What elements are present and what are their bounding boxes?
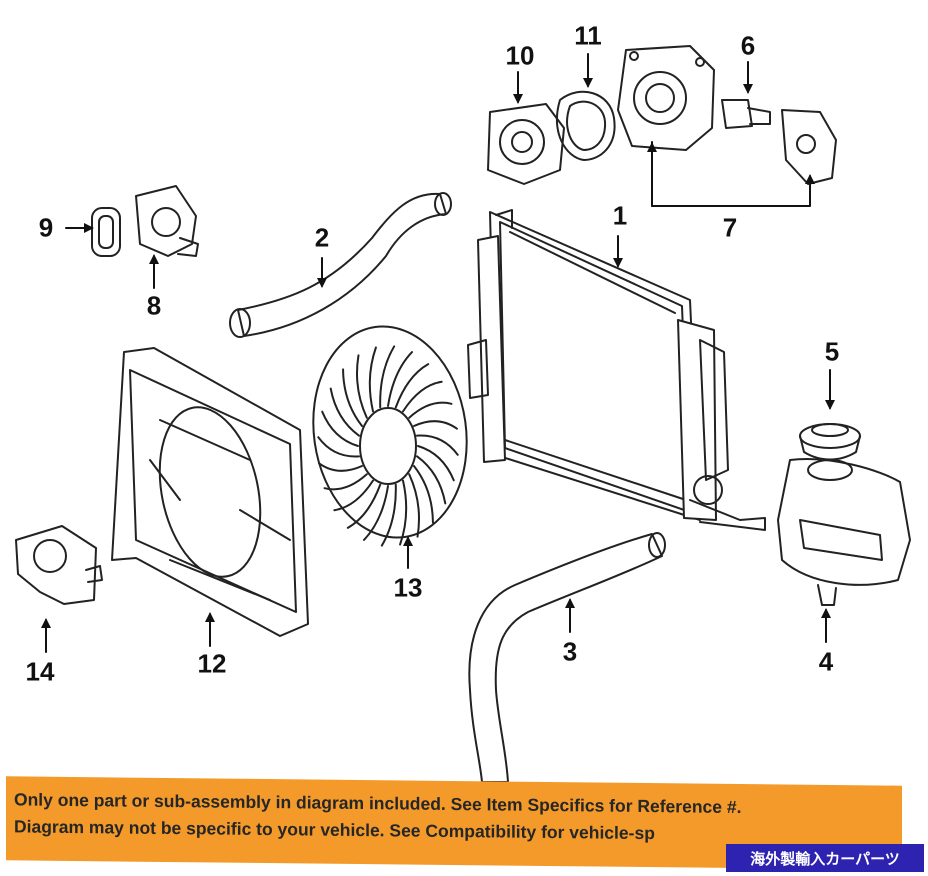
thermostat-housing-part [617,45,837,185]
pump-gasket-part [555,90,616,161]
callout-11: 11 [574,20,602,51]
reservoir-cap-part [799,423,861,461]
fan-blade [408,473,420,538]
fan-blade [387,351,414,407]
callout-3: 3 [562,636,578,667]
fan-blade [402,380,443,413]
water-pump-part [487,103,565,185]
callout-7: 7 [722,212,738,243]
callout-6: 6 [740,30,756,61]
radiator-part [467,209,766,531]
fan-blade [329,387,361,437]
fan-blade [394,363,430,409]
callout-10: 10 [505,40,535,71]
fan-blade [415,434,459,456]
callout-14: 14 [25,656,55,687]
fan-blade [399,479,408,546]
fan-shroud-part [111,347,309,637]
fan-blade [333,479,374,512]
import-parts-badge: 海外製輸入カーパーツ [726,844,924,872]
fan-blade [368,346,377,413]
coolant-reservoir-part [777,458,911,606]
fan-blade [379,345,396,409]
callout-13: 13 [393,572,423,603]
fan-blade [417,445,455,482]
fan-blade [415,455,447,505]
temperature-sensor-part [721,99,771,129]
callout-4: 4 [818,646,834,677]
fan-blade [380,483,397,547]
outlet-gasket-part [91,207,121,257]
fan-motor-part [15,525,103,605]
fan-blade [318,462,364,472]
callout-1: 1 [612,200,628,231]
fan-blade [356,354,368,419]
fan-blade [362,485,389,541]
callout-12: 12 [197,648,227,679]
callout-5: 5 [824,336,840,367]
callout-8: 8 [146,290,162,321]
fan-blade [323,473,368,491]
fan-blade [317,436,361,458]
fan-blade [412,465,434,524]
fan-blade [346,483,382,529]
fan-blade [408,401,453,419]
upper-hose-part [229,192,452,338]
callout-9: 9 [38,212,54,243]
callout-2: 2 [314,222,330,253]
fan-blade [321,410,359,447]
fan-blade [342,368,364,427]
cooling-fan-part [312,325,468,547]
fan-blade [412,420,458,430]
water-outlet-part [135,185,199,257]
